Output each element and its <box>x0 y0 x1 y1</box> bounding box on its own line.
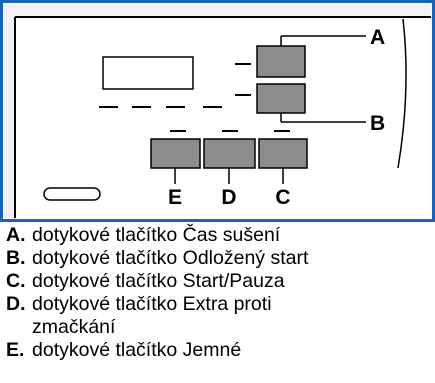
legend-item-a: A. dotykové tlačítko Čas sušení <box>6 224 431 247</box>
legend: A. dotykové tlačítko Čas sušení B. dotyk… <box>6 224 431 362</box>
extra-anti-crease-button[interactable] <box>203 138 256 169</box>
callout-letter-d: D <box>221 186 236 209</box>
display-window <box>102 56 194 90</box>
legend-item-b: B. dotykové tlačítko Odložený start <box>6 247 431 270</box>
panel-frame-left <box>4 17 15 218</box>
legend-text: dotykové tlačítko Čas sušení <box>32 224 281 246</box>
callout-letter-c: C <box>275 186 290 209</box>
callout-letter-e: E <box>168 186 182 209</box>
start-pause-button[interactable] <box>258 138 308 169</box>
legend-item-c: C. dotykové tlačítko Start/Pauza <box>6 270 431 293</box>
control-panel-diagram: A B E D C <box>0 0 435 222</box>
delayed-start-button[interactable] <box>256 83 306 114</box>
legend-letter: B. <box>6 247 26 269</box>
legend-text: dotykové tlačítko Odložený start <box>32 247 309 269</box>
legend-letter: C. <box>6 270 26 292</box>
panel-border <box>0 0 435 222</box>
legend-text: dotykové tlačítko Jemné <box>32 339 242 361</box>
door-handle-slot <box>43 187 101 201</box>
legend-letter: E. <box>6 339 25 361</box>
callout-letter-b: B <box>370 112 385 135</box>
legend-item-e: E. dotykové tlačítko Jemné <box>6 339 431 362</box>
panel-curve <box>397 18 407 169</box>
legend-letter: D. <box>6 293 26 315</box>
panel-frame-top <box>4 4 431 17</box>
legend-item-d: D. dotykové tlačítko Extra proti zmačkán… <box>6 293 431 339</box>
legend-text: dotykové tlačítko Extra proti zmačkání <box>32 293 272 338</box>
drying-time-button[interactable] <box>256 45 306 78</box>
delicate-button[interactable] <box>150 138 201 169</box>
legend-text: dotykové tlačítko Start/Pauza <box>32 270 285 292</box>
callout-letter-a: A <box>370 26 385 49</box>
legend-letter: A. <box>6 224 26 246</box>
